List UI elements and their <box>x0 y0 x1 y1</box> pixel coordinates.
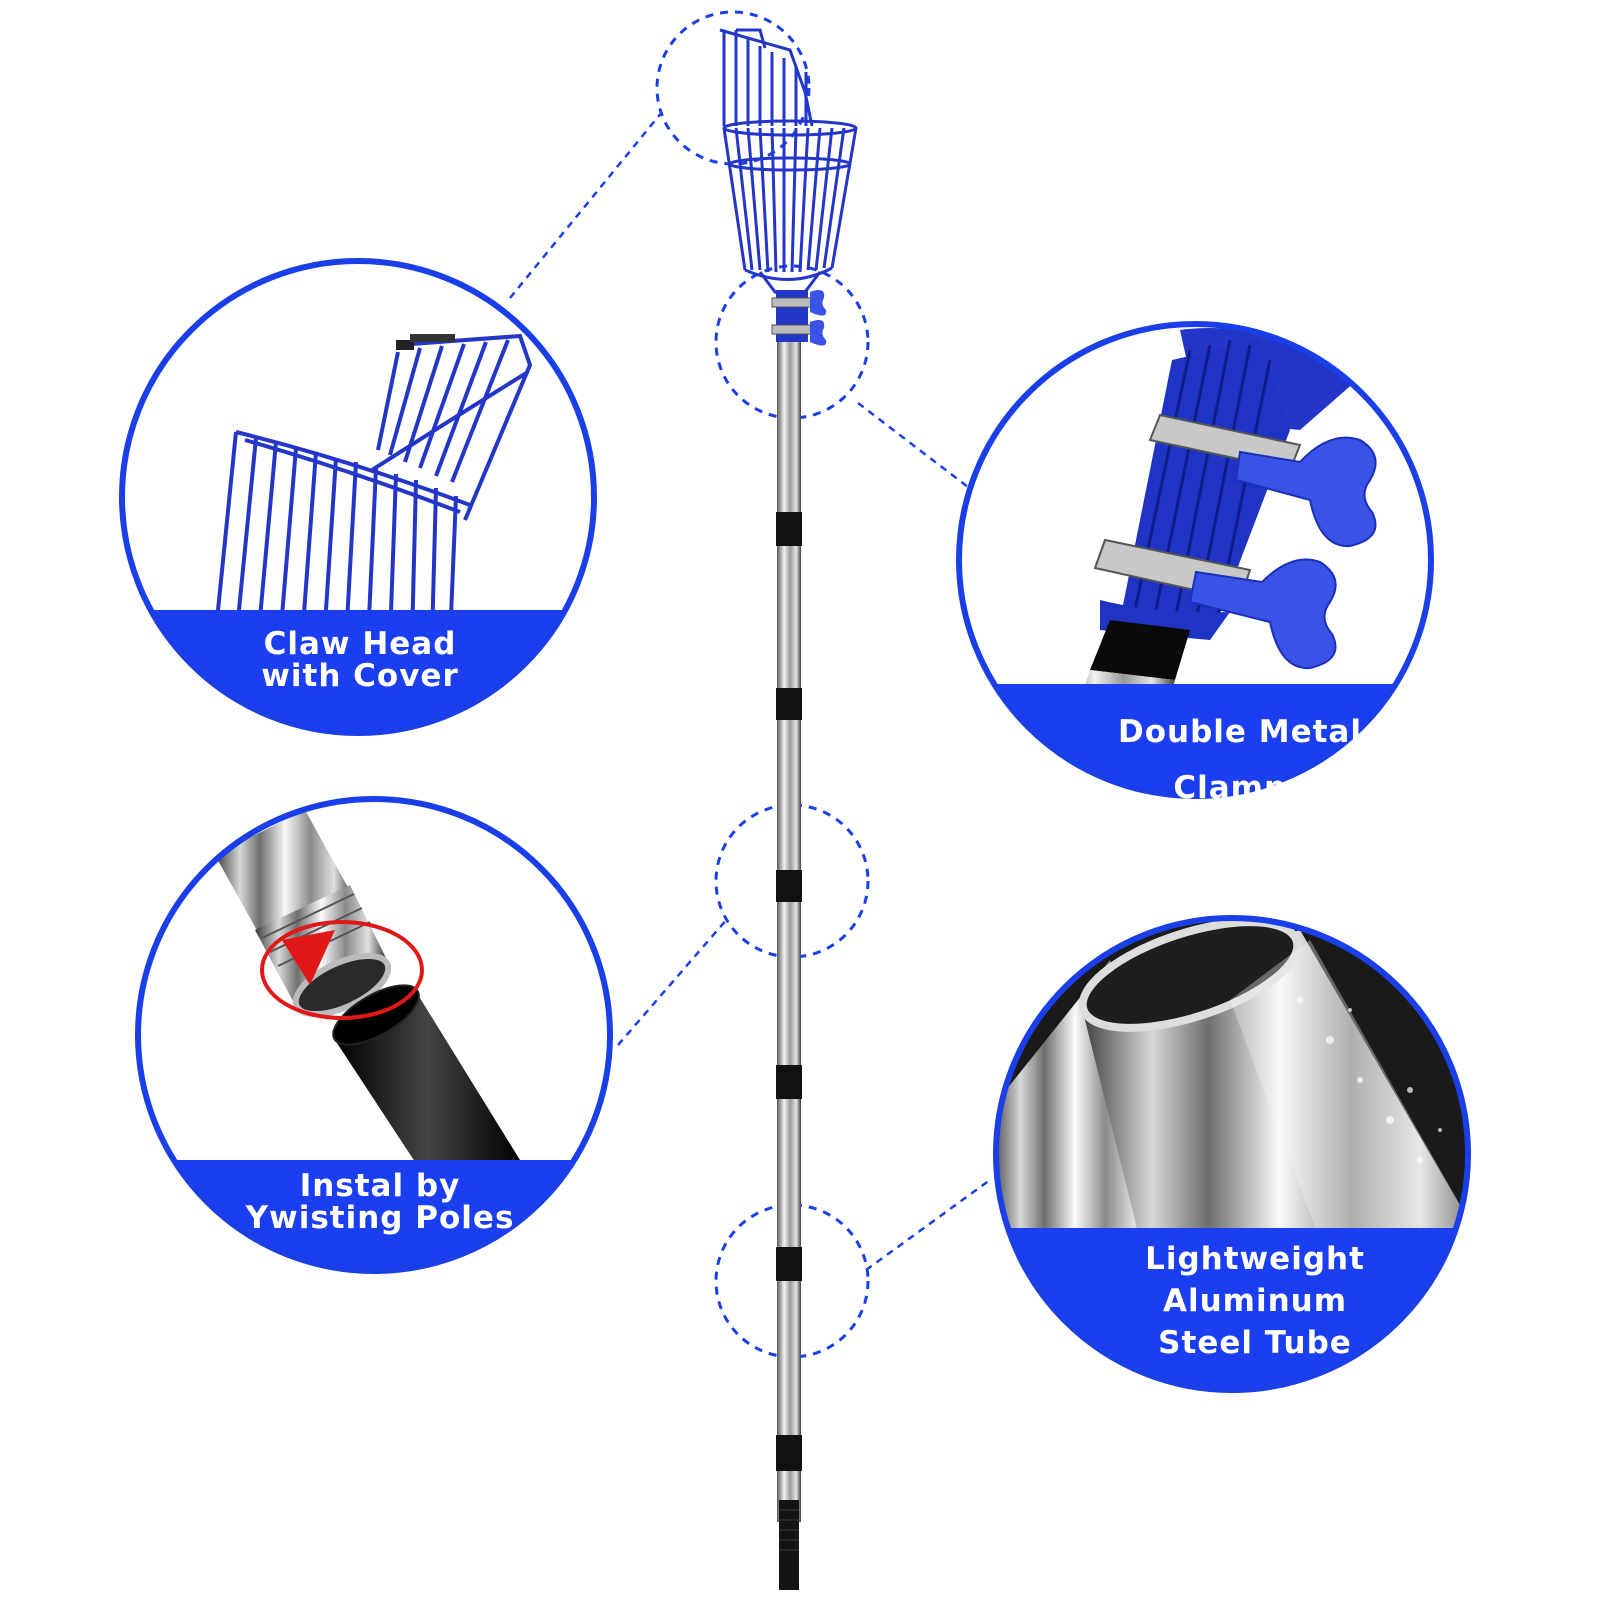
steel-tube-icon <box>995 917 1469 1240</box>
tube-line-2: Aluminum <box>1162 1283 1348 1319</box>
twist-connector-icon <box>215 810 520 1200</box>
callout-claw-head <box>119 258 597 736</box>
callout-label-tube: Lightweight Aluminum Steel Tube <box>1070 1238 1440 1364</box>
tube-line-3: Steel Tube <box>1158 1325 1352 1361</box>
clamp-icon <box>771 290 827 346</box>
fruit-picker-pole <box>719 28 858 1590</box>
callout-label-install: Instal by Ywisting Poles <box>200 1170 560 1234</box>
callout-label-clamps: Double Metal Clamps <box>1050 704 1430 816</box>
claw-head-line-1: Claw Head <box>263 626 457 662</box>
basket-detail-icon <box>213 333 533 641</box>
callout-install <box>135 796 613 1274</box>
clamps-line-2: Clamps <box>1173 770 1307 806</box>
clamps-line-1: Double Metal <box>1118 714 1362 750</box>
claw-head-line-2: with Cover <box>261 658 459 694</box>
install-line-1: Instal by <box>299 1168 461 1204</box>
tube-line-1: Lightweight <box>1145 1241 1365 1277</box>
install-line-2: Ywisting Poles <box>245 1200 515 1236</box>
callout-label-claw-head: Claw Head with Cover <box>190 628 530 692</box>
callout-clamps <box>956 321 1434 799</box>
callout-tube <box>993 915 1471 1393</box>
basket-icon <box>719 28 858 298</box>
connector-lines <box>509 111 991 1272</box>
grip-segments <box>776 512 802 1471</box>
zoom-markers <box>655 10 870 1359</box>
